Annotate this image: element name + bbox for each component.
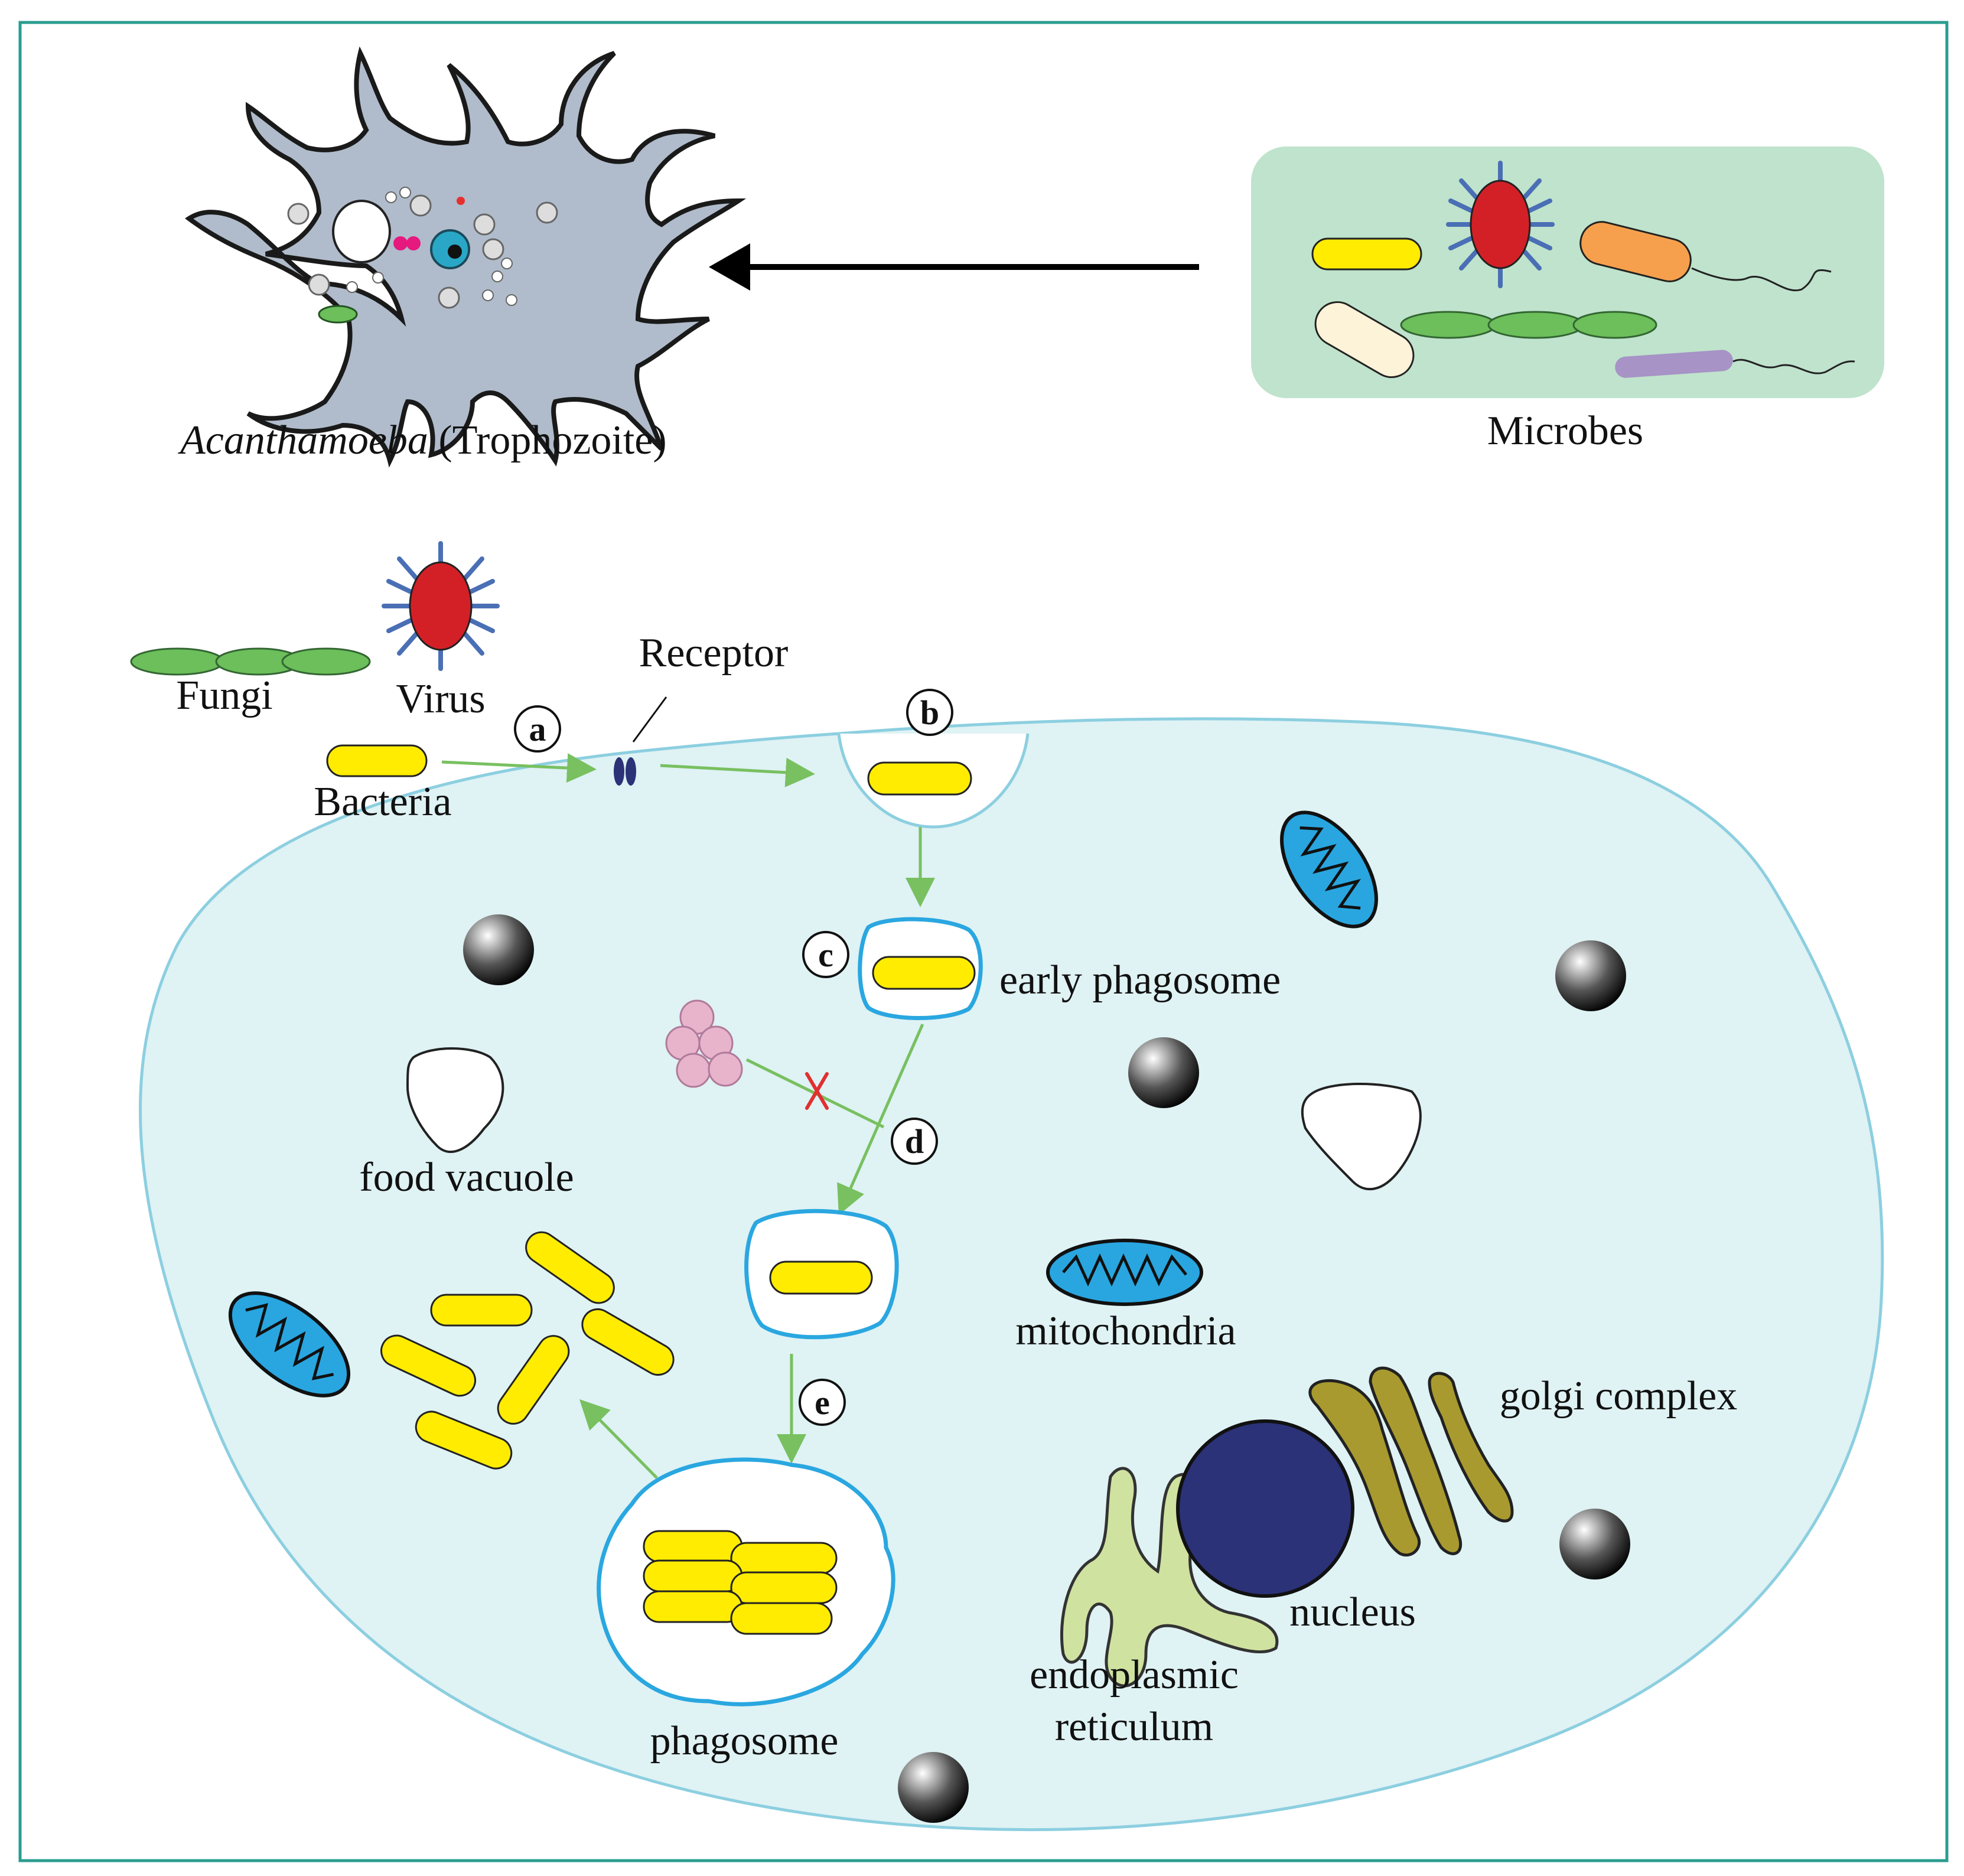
microbes-panel [1251,146,1884,398]
acanthamoeba-trophozoite [185,46,747,468]
arrow-bacteria-to-receptor [441,753,597,783]
mitochondrion [1046,1239,1203,1306]
arrow-c-to-d [837,1023,924,1216]
arrow-release [579,1399,658,1479]
granule [1559,1509,1630,1579]
early-phagosome [858,917,983,1020]
step-b-marker: b [906,689,953,736]
receptor-label: Receptor [639,630,789,676]
fungi-icon [130,647,371,676]
bacteria-label: Bacteria [314,779,451,825]
figure-frame [18,21,1949,1862]
phagosome [597,1457,895,1706]
granule [1555,940,1626,1011]
granule [898,1752,969,1823]
step-c-marker: c [802,931,849,978]
step-a-marker: a [514,705,561,753]
fungi-label: Fungi [176,673,272,718]
released-bacteria [380,1231,675,1470]
er-label-line1: endoplasmic [1030,1652,1239,1698]
golgi-complex [1308,1366,1514,1557]
svg-text:b: b [920,693,939,732]
step-d-marker: d [891,1118,938,1165]
nucleus [1176,1419,1354,1598]
amoeba-label: Acanthamoeba (Trophozoite) [178,418,667,463]
maturing-phagosome [744,1209,899,1340]
virus-icon [382,541,500,671]
mitochondrion [228,1291,351,1398]
food-vacuole-label: food vacuole [359,1155,574,1200]
bacteria-icon [326,744,428,777]
svg-text:c: c [818,936,833,974]
arrow-receptor-to-uptake [660,757,815,787]
food-vacuole [406,1047,504,1153]
blocked-icon [805,1072,829,1110]
step-e-marker: e [799,1379,846,1426]
svg-text:d: d [905,1122,924,1161]
granule [463,914,534,985]
nucleus-label: nucleus [1289,1590,1416,1635]
phagosome-label: phagosome [650,1718,839,1764]
mitochondrion [1280,810,1378,929]
endoplasmic-reticulum [1060,1467,1279,1688]
early-phagosome-label: early phagosome [999,957,1281,1003]
host-cell [139,717,1884,1832]
granule [1128,1037,1199,1108]
mitochondria-label: mitochondria [1015,1308,1236,1354]
svg-text:a: a [529,710,546,748]
er-label-line2: reticulum [1055,1704,1213,1750]
golgi-complex-label: golgi complex [1500,1373,1737,1419]
microbes-to-amoeba-arrow [709,243,1199,291]
receptor-icon [614,696,667,786]
microbes-label: Microbes [1487,408,1643,454]
food-vacuole-2 [1301,1083,1422,1190]
virus-label: Virus [396,676,485,722]
svg-text:e: e [815,1383,830,1422]
